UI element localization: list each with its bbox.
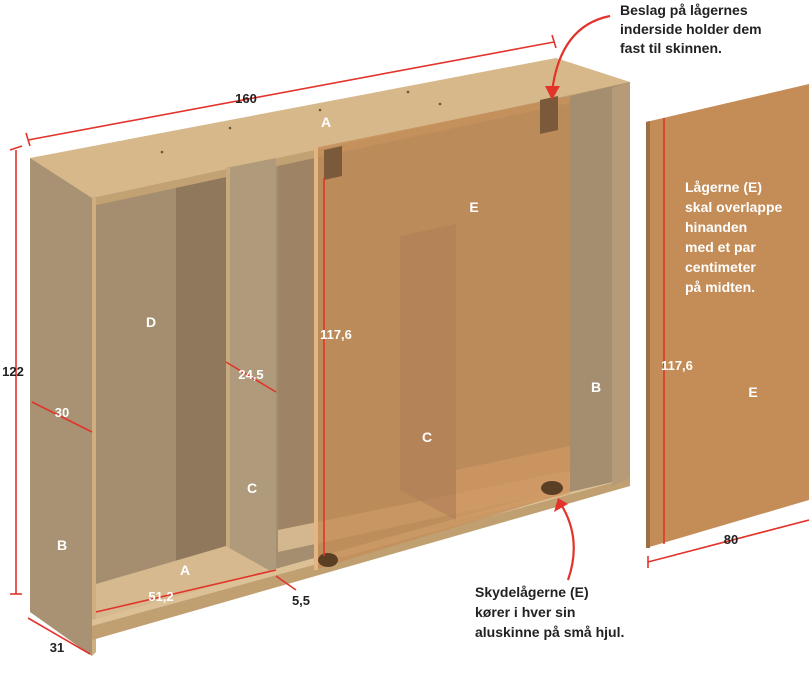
label-c-left: C [247, 480, 257, 496]
divider-c-left [226, 158, 276, 574]
label-e-door: E [469, 199, 478, 215]
arrow-bottom-head [554, 498, 568, 512]
dim-line-gap [275, 575, 297, 591]
note-bottom: Skydelågerne (E) kører i hver sin aluski… [475, 584, 624, 640]
label-top-a: A [321, 114, 331, 130]
dim-panel-height: 117,6 [661, 358, 693, 373]
door-panel-edge [646, 121, 650, 548]
label-bottom-a: A [180, 562, 190, 578]
left-side-front-edge [92, 196, 96, 656]
top-board-face [30, 58, 630, 198]
door-bracket-right [540, 96, 558, 134]
arrow-bottom [561, 505, 575, 581]
divider-c-mid [400, 224, 456, 520]
dim-panel-width: 80 [724, 532, 738, 547]
label-e-panel: E [748, 384, 757, 400]
label-c-mid: C [422, 429, 432, 445]
note-top-right: Beslag på lågernes inderside holder dem … [620, 2, 765, 56]
right-side-edge [612, 82, 630, 486]
arrow-top [550, 14, 611, 93]
door-panel [646, 84, 809, 548]
dim-line-inner-width [95, 569, 277, 613]
dim-inner-depth: 30 [55, 405, 69, 420]
inner-shelf [456, 446, 570, 520]
door-bracket-left [324, 146, 342, 180]
dim-depth: 31 [50, 640, 64, 655]
dim-height: 122 [2, 364, 24, 379]
dim-line-divider [225, 361, 277, 393]
dim-width: 160 [235, 91, 257, 106]
door-wheel-left [318, 553, 338, 567]
note-panel: Lågerne (E) skal overlappe hinanden med … [685, 179, 786, 295]
dim-line-depth [27, 617, 91, 655]
door-edge [314, 147, 318, 570]
left-side-board [30, 158, 92, 656]
dim-line-panel-width [647, 519, 809, 563]
dim-line-inner-depth [31, 401, 93, 433]
divider-c-left-edge [226, 166, 230, 548]
dim-inner-width: 51,2 [148, 589, 173, 604]
door-wheel-right [541, 481, 563, 495]
label-b-left: B [57, 537, 67, 553]
arrow-top-head [545, 86, 560, 100]
dim-divider: 24,5 [238, 367, 263, 382]
back-wall-shadow [176, 173, 226, 574]
label-b-right: B [591, 379, 601, 395]
dim-door-height: 117,6 [320, 327, 352, 342]
label-d: D [146, 314, 156, 330]
d-compartment-floor [96, 546, 276, 622]
dim-line-width [27, 41, 555, 141]
dim-gap: 5,5 [292, 593, 310, 608]
bottom-board-front [92, 478, 630, 640]
